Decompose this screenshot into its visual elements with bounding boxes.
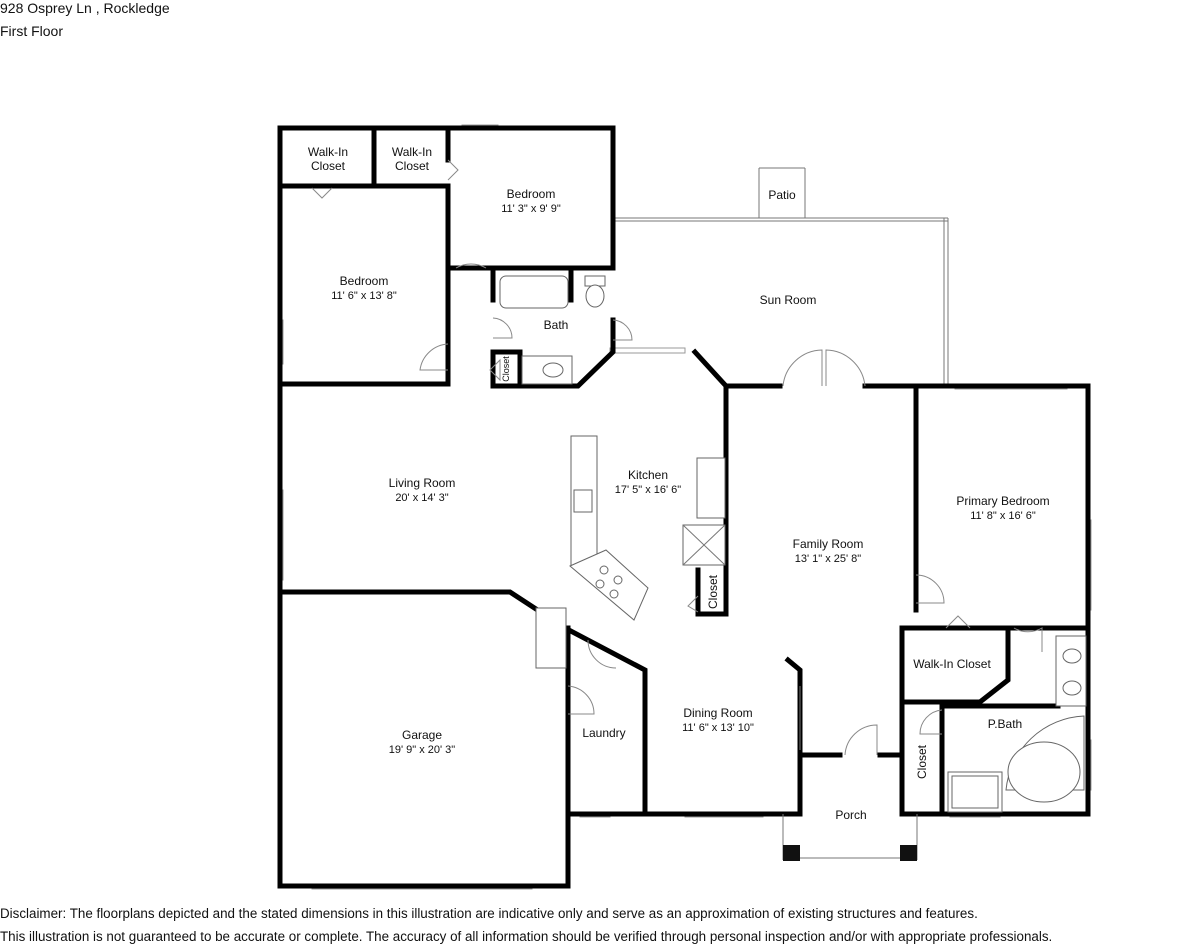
- kitchen-closet-name: Closet: [706, 574, 720, 609]
- primary-bedroom-name: Primary Bedroom: [956, 494, 1049, 508]
- laundry-name: Laundry: [582, 726, 625, 740]
- bedroom-left-name: Bedroom: [340, 274, 389, 288]
- garage-dim: 19' 9" x 20' 3": [389, 744, 456, 756]
- primary-bath-name: P.Bath: [988, 717, 1022, 731]
- bath-name: Bath: [544, 318, 569, 332]
- kitchen-name: Kitchen: [628, 468, 668, 482]
- porch-name: Porch: [835, 808, 866, 822]
- bath-closet-name: Closet: [501, 356, 511, 382]
- walls: [277, 125, 1091, 889]
- walkin-closet-2-label-1: Walk-In: [392, 145, 432, 159]
- bedroom-left-dim: 11' 6" x 13' 8": [331, 290, 397, 302]
- fixtures: [499, 275, 1087, 813]
- kitchen-dim: 17' 5" x 16' 6": [615, 484, 682, 496]
- family-room-dim: 13' 1" x 25' 8": [795, 553, 862, 565]
- primary-bedroom-dim: 11' 8" x 16' 6": [970, 510, 1036, 522]
- porch-structure: [782, 814, 918, 861]
- bedroom-top-name: Bedroom: [507, 187, 556, 201]
- floor-label: First Floor: [0, 23, 63, 39]
- walkin-closet-2-label-2: Closet: [395, 159, 430, 173]
- sun-room-glazing: [614, 167, 949, 386]
- disclaimer-line-2: This illustration is not guaranteed to b…: [0, 929, 1053, 944]
- disclaimer-line-1: Disclaimer: The floorplans depicted and …: [0, 906, 978, 921]
- walkin-closet-1-label-1: Walk-In: [308, 145, 348, 159]
- living-room-dim: 20' x 14' 3": [395, 492, 448, 504]
- family-room-name: Family Room: [793, 537, 864, 551]
- primary-closet-name: Closet: [915, 744, 929, 779]
- walkin-closet-1-label-2: Closet: [311, 159, 346, 173]
- room-labels: Walk-In Closet Walk-In Closet Bedroom 11…: [308, 145, 1050, 822]
- garage-name: Garage: [402, 728, 442, 742]
- address-title: 928 Osprey Ln , Rockledge: [0, 0, 170, 16]
- dining-room-dim: 11' 6" x 13' 10": [682, 722, 754, 734]
- patio-name: Patio: [768, 188, 796, 202]
- bedroom-top-dim: 11' 3" x 9' 9": [501, 203, 561, 215]
- dining-room-name: Dining Room: [683, 706, 752, 720]
- walkin-closet-primary-name: Walk-In Closet: [913, 657, 991, 671]
- living-room-name: Living Room: [389, 476, 456, 490]
- sun-room-name: Sun Room: [760, 293, 817, 307]
- door-swings: [311, 159, 1043, 756]
